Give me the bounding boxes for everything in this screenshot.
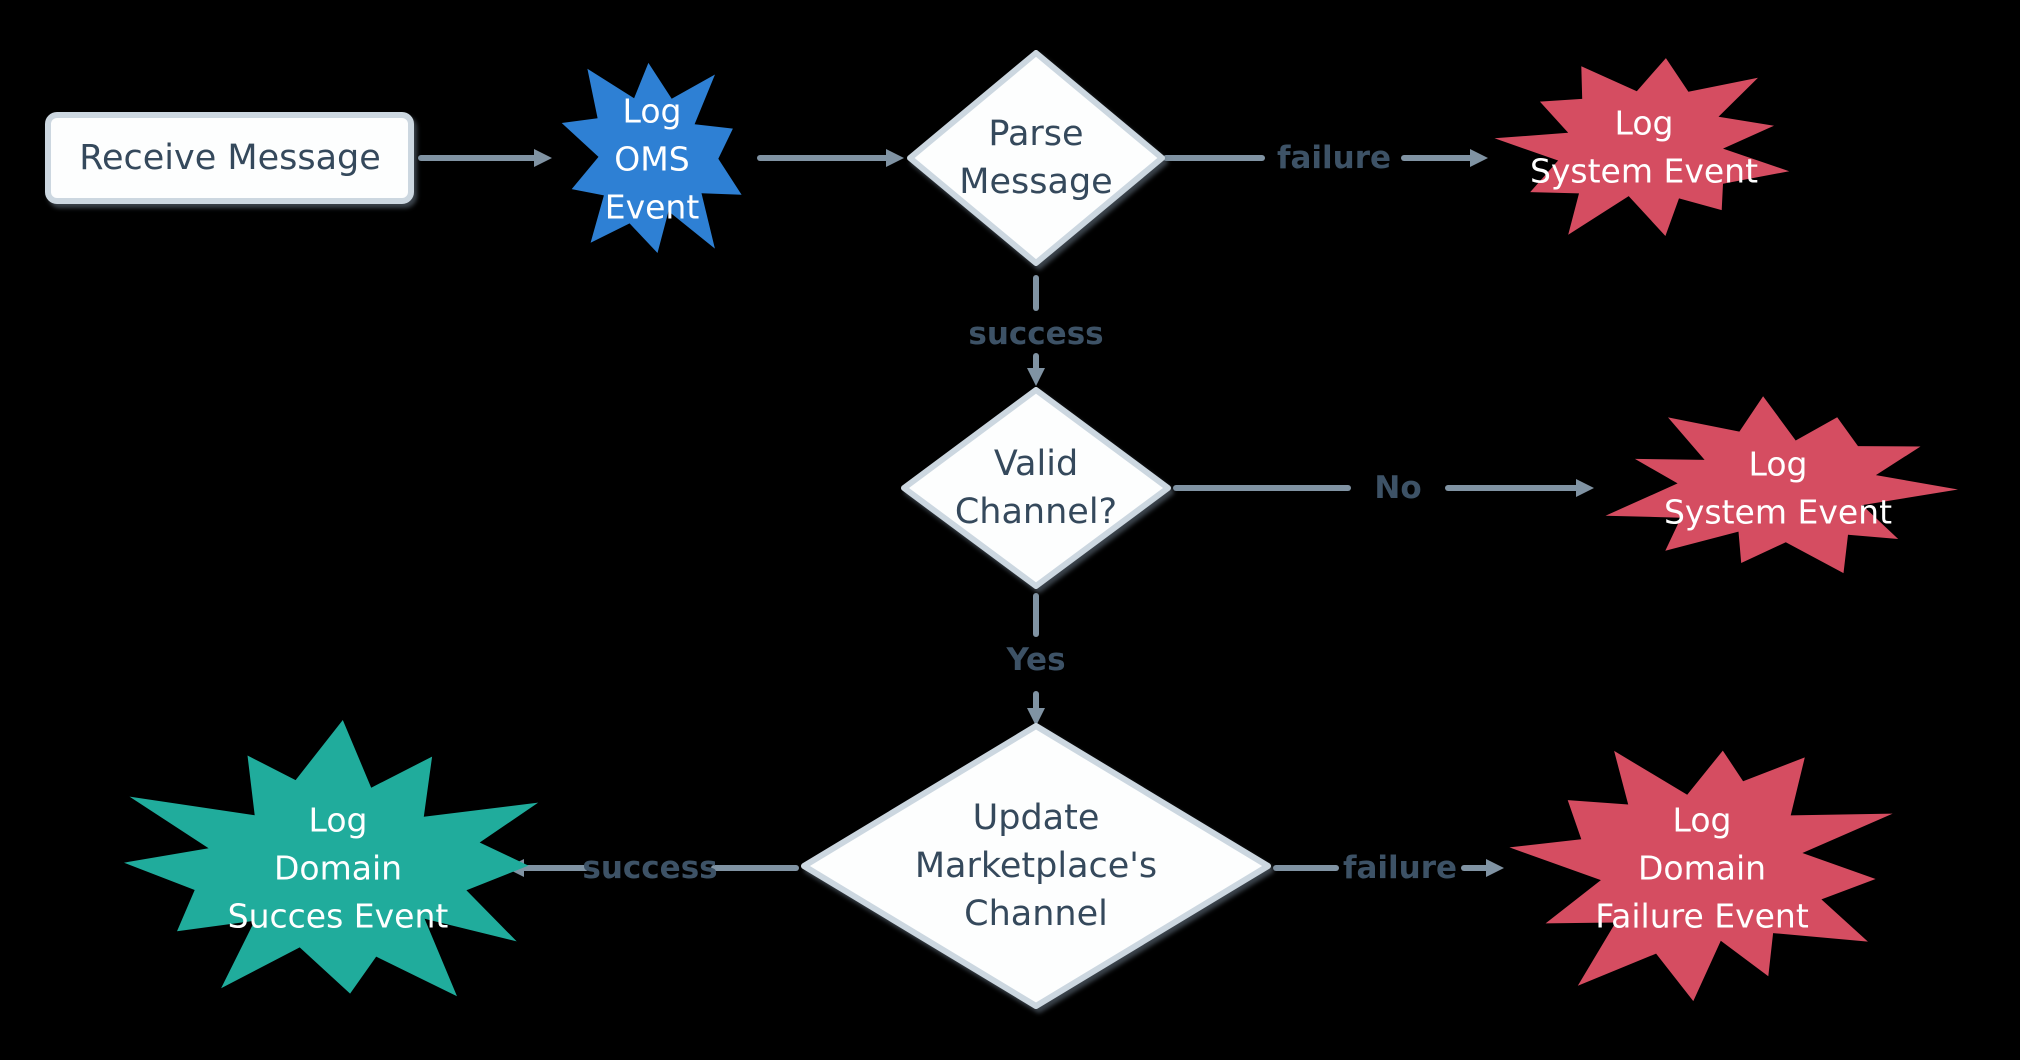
update-marketplace-channel-line1: Update xyxy=(973,798,1100,838)
log-system-event-top-line2: System Event xyxy=(1530,152,1758,191)
parse-message-line1: Parse xyxy=(988,114,1083,154)
edge-label-parse-success: success xyxy=(968,316,1103,352)
node-log-domain-failure-event: Log Domain Failure Event xyxy=(1509,750,1893,1002)
log-domain-succes-event-line1: Log xyxy=(309,801,368,840)
edge-label-update-failure: failure xyxy=(1343,850,1457,886)
node-log-oms-event: Log OMS Event xyxy=(561,62,742,254)
node-valid-channel: Valid Channel? xyxy=(901,387,1171,589)
log-domain-failure-event-line2: Domain xyxy=(1638,849,1766,888)
log-domain-failure-event-star xyxy=(1509,750,1893,1002)
log-system-event-top-star xyxy=(1494,58,1790,236)
log-oms-event-line2: OMS xyxy=(614,140,689,179)
receive-message-box xyxy=(45,112,414,204)
node-parse-message: Parse Message xyxy=(907,50,1165,266)
log-system-event-mid-star xyxy=(1605,396,1958,574)
edge-label-valid-yes: Yes xyxy=(1005,642,1065,678)
update-marketplace-channel-line2: Marketplace's xyxy=(915,846,1157,886)
log-system-event-mid-line1: Log xyxy=(1749,445,1808,484)
node-receive-message: Receive Message xyxy=(45,112,414,204)
valid-channel-line1: Valid xyxy=(994,444,1078,484)
receive-message-label: Receive Message xyxy=(79,138,381,178)
valid-channel-diamond xyxy=(901,387,1171,589)
parse-message-line2: Message xyxy=(959,162,1112,202)
log-oms-event-line1: Log xyxy=(623,92,682,131)
edge-label-update-success: success xyxy=(582,850,717,886)
log-domain-succes-event-star xyxy=(124,720,539,997)
log-domain-failure-event-line3: Failure Event xyxy=(1595,897,1809,936)
log-system-event-mid-line2: System Event xyxy=(1664,493,1892,532)
node-log-system-event-top: Log System Event xyxy=(1494,58,1790,236)
log-oms-event-star xyxy=(561,62,742,254)
node-log-domain-succes-event: Log Domain Succes Event xyxy=(124,720,539,997)
parse-message-diamond xyxy=(907,50,1165,266)
edge-label-valid-no: No xyxy=(1374,470,1421,506)
log-system-event-top-line1: Log xyxy=(1615,104,1674,143)
log-domain-succes-event-line2: Domain xyxy=(274,849,402,888)
update-marketplace-channel-diamond xyxy=(801,723,1271,1009)
edge-label-parse-failure: failure xyxy=(1277,140,1391,176)
node-update-marketplace-channel: Update Marketplace's Channel xyxy=(801,723,1271,1009)
node-log-system-event-mid: Log System Event xyxy=(1605,396,1958,574)
update-marketplace-channel-line3: Channel xyxy=(964,894,1108,934)
log-domain-succes-event-line3: Succes Event xyxy=(228,897,449,936)
log-domain-failure-event-line1: Log xyxy=(1673,801,1732,840)
log-oms-event-line3: Event xyxy=(605,188,700,227)
valid-channel-line2: Channel? xyxy=(955,492,1117,532)
